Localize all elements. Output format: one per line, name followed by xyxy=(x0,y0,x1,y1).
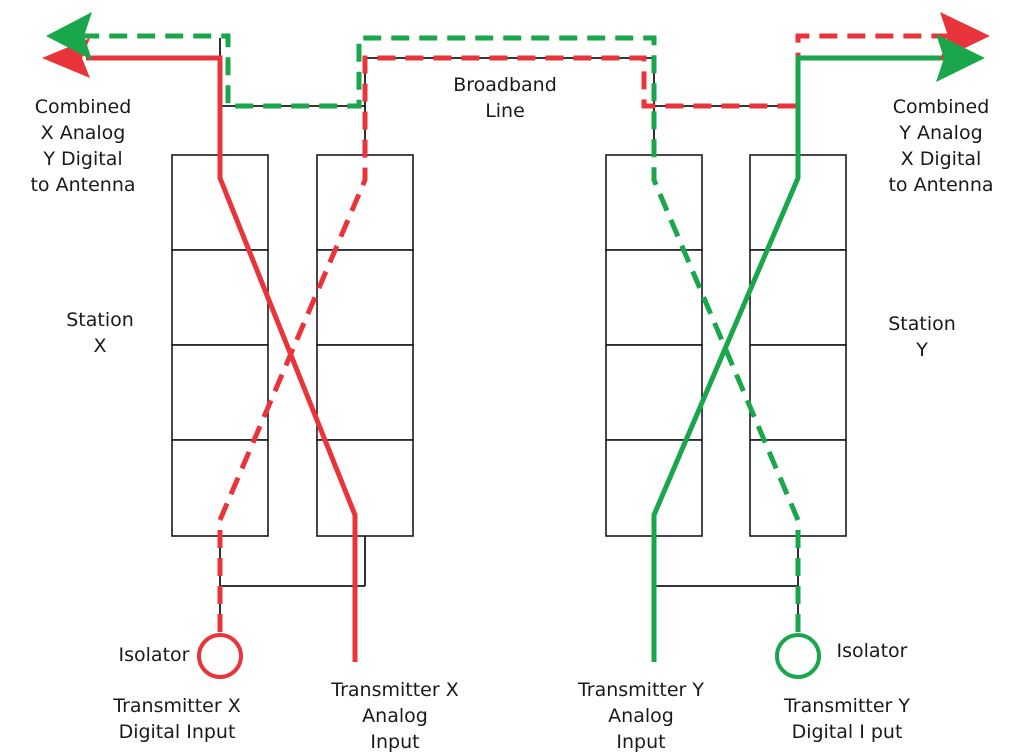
green-arrow-right xyxy=(936,34,985,82)
red-solid-path-x xyxy=(86,55,358,662)
station-y-right-filter-stack xyxy=(749,154,847,537)
station-x-left-filter-stack xyxy=(171,154,269,537)
label-isolator-right: Isolator xyxy=(836,640,908,662)
green-arrow-left xyxy=(46,12,92,60)
label-isolator-left: Isolator xyxy=(118,644,190,666)
station-x-right-filter-stack xyxy=(316,154,414,537)
isolator-left-circle xyxy=(197,633,243,679)
green-solid-path-y xyxy=(651,55,946,662)
black-wiring xyxy=(219,38,799,632)
isolator-right-circle xyxy=(775,633,821,679)
green-dashed-path-y xyxy=(80,33,801,632)
station-y-left-filter-stack xyxy=(605,154,703,537)
